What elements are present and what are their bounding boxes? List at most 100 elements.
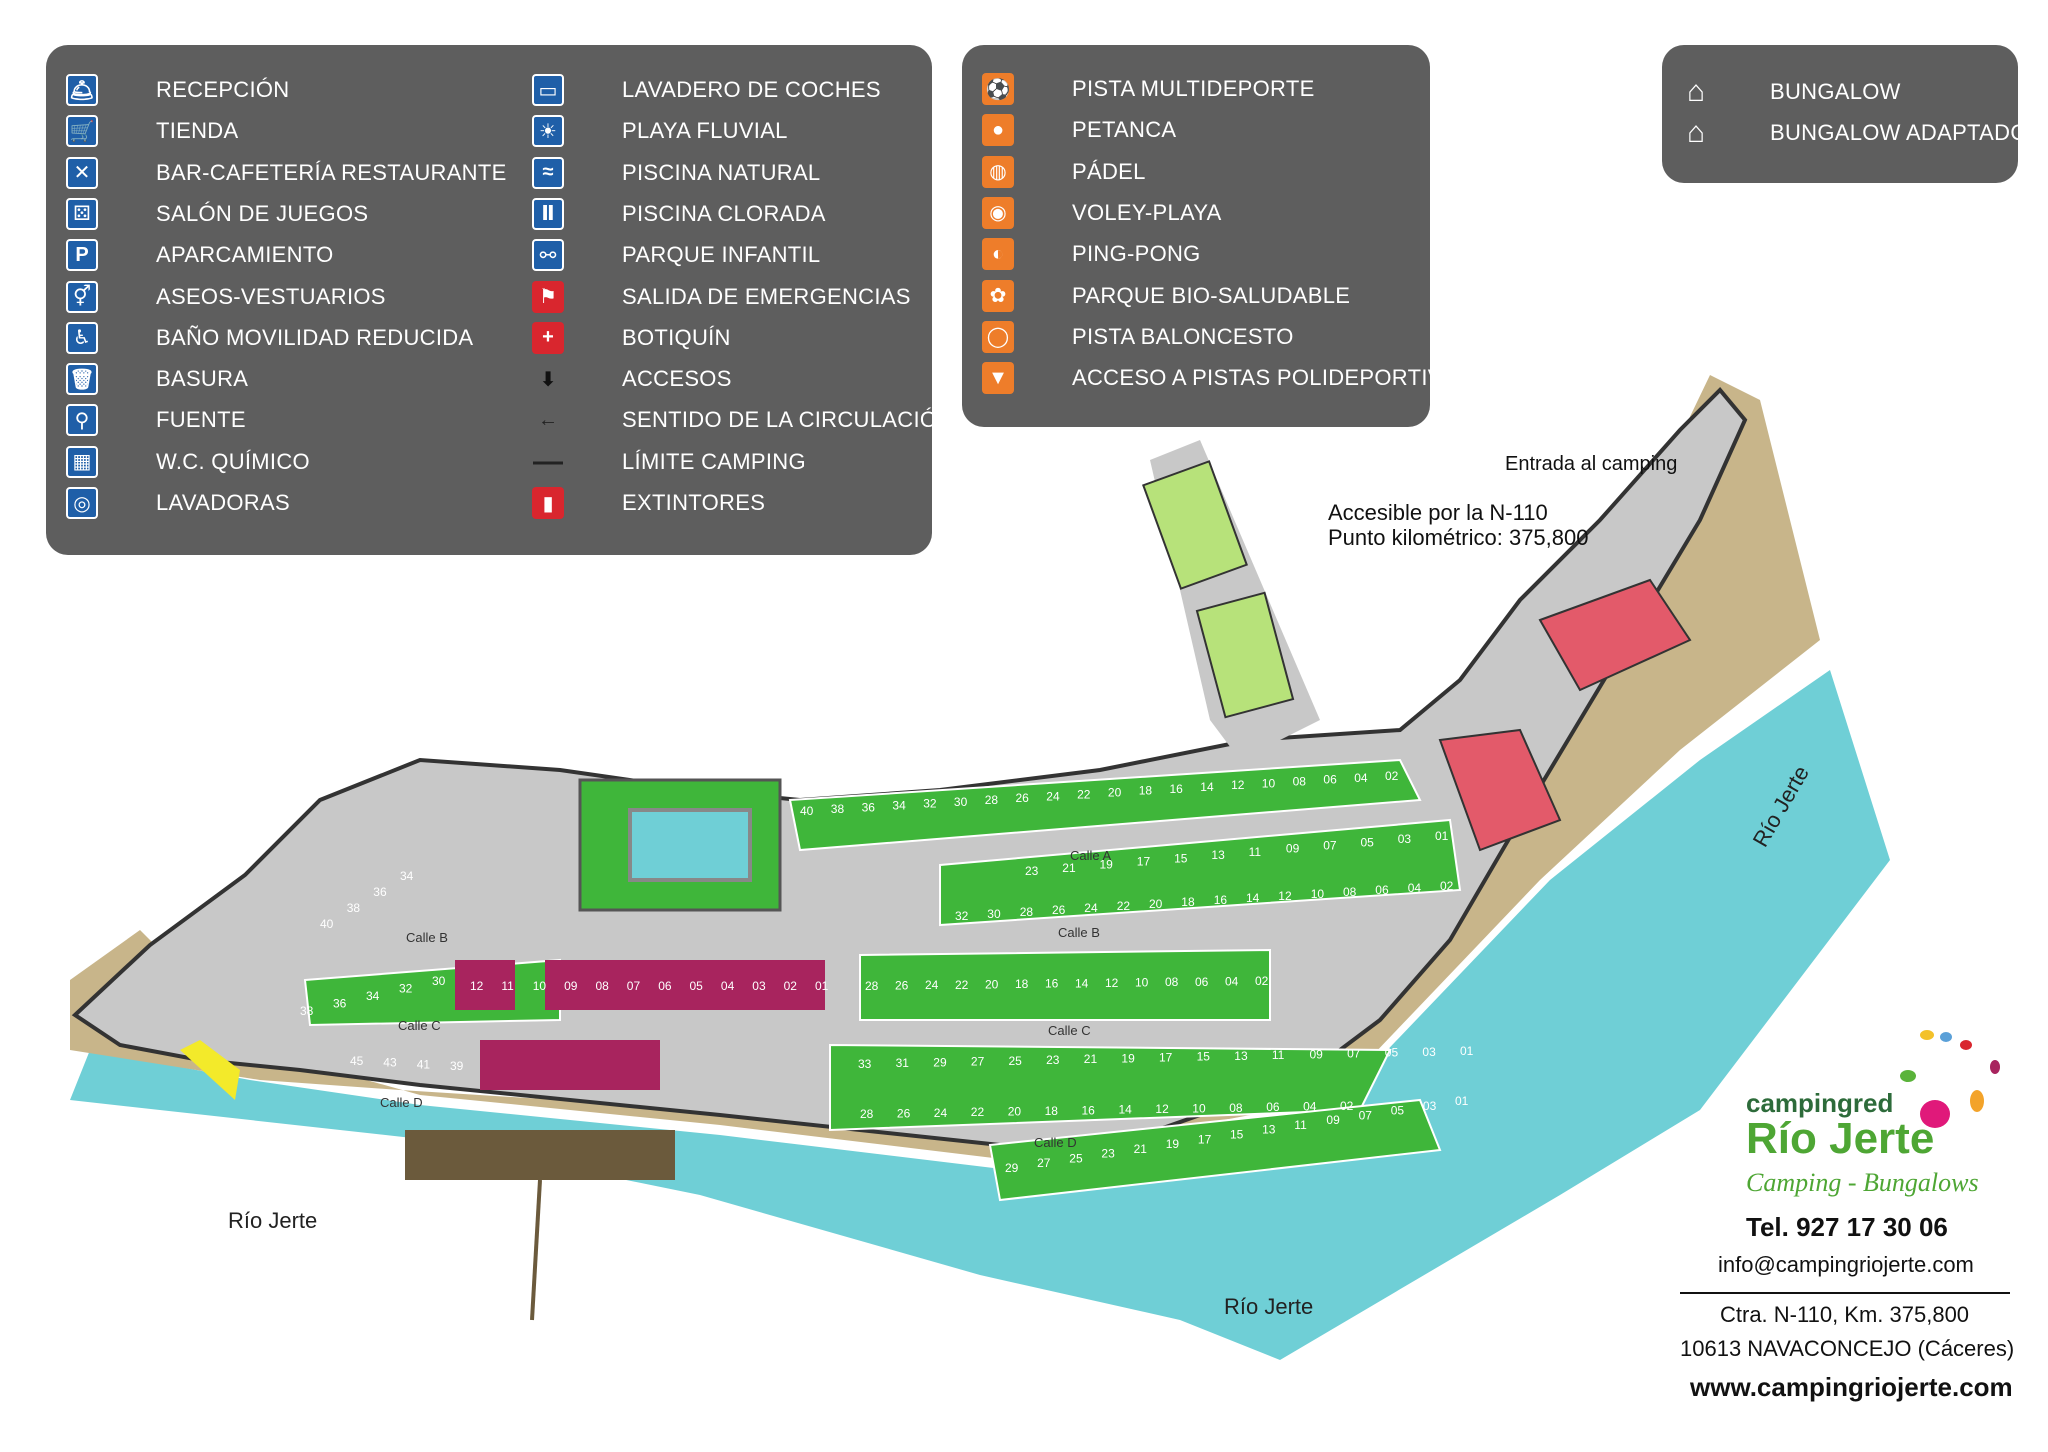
legend-item-shopping-cart: 🛒TIENDA (66, 114, 238, 148)
plot-number: 06 (1266, 1100, 1280, 1114)
legend-item-sports-access: ▼ACCESO A PISTAS POLIDEPORTIVAS (982, 361, 1471, 395)
legend-item-tap: ⚲FUENTE (66, 403, 246, 437)
calle-d-west-label: Calle D (380, 1095, 423, 1110)
plot-number: 28 (1020, 905, 1034, 919)
plot-number: 09 (1310, 1047, 1324, 1061)
legend-item-dice: ⚄SALÓN DE JUEGOS (66, 197, 368, 231)
legend-panel-services: 🛎RECEPCIÓN🛒TIENDA✕BAR-CAFETERÍA RESTAURA… (46, 45, 953, 555)
legend-label: BUNGALOW (1770, 79, 1901, 104)
plot-number: 26 (1016, 791, 1030, 805)
plot-number: 10 (533, 979, 547, 993)
plot-number: 01 (1460, 1044, 1474, 1058)
brand-small: campingred (1746, 1088, 1894, 1118)
emergency-exit-icon: ⚑ (532, 280, 564, 313)
plot-number: 07 (1347, 1046, 1361, 1060)
legend-item-bungalow: ⌂BUNGALOW (1680, 75, 1901, 109)
plot-number: 29 (933, 1055, 947, 1069)
trash-icon: 🗑 (66, 363, 98, 396)
legend-item-extinguisher: ▮EXTINTORES (532, 486, 765, 520)
legend-label: SALIDA DE EMERGENCIAS (622, 283, 911, 309)
plot-number: 08 (1229, 1101, 1243, 1115)
plot-number: 16 (1214, 893, 1228, 907)
legend-item-bio-park: ✿PARQUE BIO-SALUDABLE (982, 279, 1350, 313)
brand-address-2: 10613 NAVACONCEJO (Cáceres) (1680, 1336, 2015, 1361)
plot-number: 23 (1046, 1053, 1060, 1067)
legend-item-down-arrow: ⬇ ACCESOS (532, 362, 732, 396)
adapted-bungalow-icon: ⌂ (1686, 116, 1706, 149)
legend-item-chemical-wc: ▦ W.C. QUÍMICO (66, 445, 310, 479)
bungalow-block-5 (540, 1040, 660, 1090)
plot-number: 22 (971, 1105, 985, 1119)
plot-number: 03 (1422, 1045, 1436, 1059)
access-line-2: Punto kilométrico: 375,800 (1328, 525, 1589, 550)
plot-number: 17 (1159, 1051, 1173, 1065)
plot-number: 14 (1119, 1103, 1133, 1117)
plot-number: 07 (627, 979, 641, 993)
plot-number: 24 (1046, 789, 1060, 803)
plot-number: 21 (1134, 1142, 1148, 1156)
legend-item-reception-bell: 🛎RECEPCIÓN (66, 73, 290, 107)
basketball-icon: ◯ (982, 320, 1014, 353)
plot-number: 16 (1170, 782, 1184, 796)
plot-number: 26 (895, 979, 909, 993)
down-arrow-icon: ⬇ (539, 368, 557, 391)
river-label-left: Río Jerte (228, 1208, 317, 1233)
river-beach-icon: ☀ (532, 115, 564, 148)
plot-number: 18 (1139, 784, 1153, 798)
plot-number: 16 (1082, 1103, 1096, 1117)
legend-label: ACCESOS (622, 366, 732, 392)
swimmer-icon: ≈ (532, 156, 564, 189)
plot-number: 24 (934, 1106, 948, 1120)
plot-number: 04 (1303, 1100, 1317, 1114)
plot-number: 19 (1166, 1137, 1180, 1151)
extinguisher-icon: ▮ (532, 487, 564, 519)
plot-number: 05 (1385, 1046, 1399, 1060)
plot-number: 19 (1100, 858, 1114, 872)
playground-icon: ⚯ (532, 239, 564, 272)
plot-number: 13 (1262, 1123, 1276, 1137)
legend-item-basketball: ◯PISTA BALONCESTO (982, 320, 1294, 354)
brand-name: Río Jerte (1746, 1114, 1935, 1163)
sports-access-icon: ▼ (982, 362, 1014, 395)
plots-row-a (788, 758, 1422, 852)
legend-label: PISCINA CLORADA (622, 200, 826, 226)
pier (530, 1179, 542, 1321)
legend-label: TIENDA (156, 118, 239, 144)
plot-number: 15 (1230, 1128, 1244, 1142)
brand-block: campingred Río Jerte Camping - Bungalows… (1680, 1030, 2020, 1430)
plot-number: 12 (1278, 889, 1292, 903)
legend-label: LAVADERO DE COCHES (622, 77, 881, 102)
plot-number: 14 (1075, 976, 1089, 990)
plot-number: 39 (450, 1059, 464, 1073)
plot-number: 02 (1440, 879, 1454, 893)
wheelchair-icon: ♿ (66, 321, 98, 354)
plot-number: 32 (955, 909, 969, 923)
west-parking-yellow (180, 1040, 240, 1100)
plot-number: 02 (1340, 1099, 1354, 1113)
dice-icon: ⚄ (66, 197, 98, 230)
plot-number: 07 (1359, 1108, 1373, 1122)
plot-number: 28 (985, 793, 999, 807)
plot-number: 38 (300, 1004, 314, 1018)
calle-b-label: Calle B (1058, 925, 1100, 940)
chemical-wc-icon: ▦ (66, 445, 98, 478)
football-pitch-1 (1142, 460, 1248, 590)
plot-number: 28 (860, 1107, 874, 1121)
plot-number: 27 (1037, 1156, 1051, 1170)
petanque-icon: ● (982, 114, 1014, 147)
plot-number: 29 (1005, 1161, 1019, 1175)
plot-number: 04 (721, 979, 735, 993)
plot-number: 18 (1181, 895, 1195, 909)
plots-row-e (988, 1098, 1442, 1202)
plot-number: 10 (1262, 776, 1276, 790)
plot-number: 43 (383, 1056, 397, 1070)
calle-b-west-label: Calle B (406, 930, 448, 945)
legend-item-emergency-exit: ⚑ SALIDA DE EMERGENCIAS (532, 280, 911, 314)
restaurant-building (1538, 578, 1692, 692)
legend-item-direction-arrow: ←SENTIDO DE LA CIRCULACIÓN (532, 403, 953, 437)
legend-label: W.C. QUÍMICO (156, 448, 310, 474)
boundary-line-icon: — (533, 444, 563, 478)
